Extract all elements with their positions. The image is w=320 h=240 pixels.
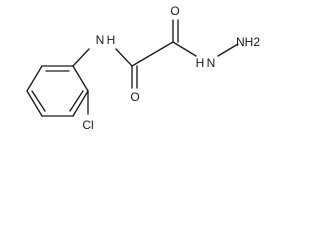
atom-cl: Cl — [82, 118, 93, 132]
ring-bond-5 — [72, 90, 89, 117]
ring-bond-3 — [26, 90, 43, 117]
bond-c1-to-c2 — [131, 41, 174, 67]
bond-n-to-nh2 — [217, 43, 239, 57]
atom-h-hydrazide: H — [196, 56, 205, 70]
structure-svg: N H O O H N NH2 Cl — [26, 4, 260, 132]
atom-n-hydrazide: N — [207, 56, 216, 70]
molecule-diagram: N H O O H N NH2 Cl — [0, 0, 270, 138]
ring-bond-6 — [72, 65, 89, 92]
atom-h-amide: H — [107, 33, 116, 47]
atom-o-right: O — [170, 4, 179, 18]
ring-bond-2 — [26, 65, 43, 92]
bond-nh-to-c1 — [115, 48, 133, 67]
ring-bond-3-inner — [31, 90, 46, 112]
ring-bond-5-inner — [69, 90, 84, 112]
bond-c2-to-n — [172, 41, 197, 57]
atom-n-amide: N — [96, 33, 105, 47]
atom-o-left: O — [130, 90, 139, 104]
bond-ring-to-nh — [72, 48, 90, 67]
atom-nh2: NH2 — [236, 35, 260, 49]
